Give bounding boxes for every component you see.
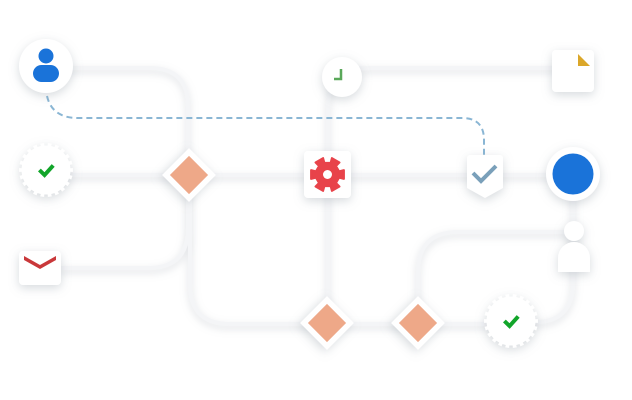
node-settings[interactable] [304,151,351,198]
clock-icon [334,69,343,81]
node-user[interactable] [19,39,73,93]
node-clock[interactable] [322,57,362,97]
connector-clock-settings [326,76,344,326]
file-icon [578,54,590,66]
node-end[interactable] [546,147,600,201]
decision-diamond-icon [169,155,209,195]
node-decision-2[interactable] [300,296,354,350]
node-file[interactable] [552,50,594,92]
connector-person-loop [416,230,575,326]
file-node-card [552,50,594,92]
shield-check-icon [471,164,498,184]
nodes [19,39,600,350]
connector-mail-decision [58,173,190,270]
decision-diamond-icon [398,303,438,343]
user-icon [33,48,59,82]
connector-decision-bottom [188,173,422,326]
node-decision-1[interactable] [162,148,216,202]
badge-shape [19,143,73,197]
decision-diamond-icon [307,303,347,343]
badge-shape [484,294,538,348]
connector-user-decision [58,66,190,177]
checkmark-icon [503,315,520,329]
node-approved-bottom[interactable] [484,294,538,348]
gear-icon [310,157,345,192]
connector-clock-file [340,66,574,74]
node-mail[interactable] [19,251,61,285]
node-shield[interactable] [467,155,503,198]
end-circle-icon [552,153,594,195]
node-approved-top[interactable] [19,143,73,197]
person-icon [558,221,590,272]
node-person[interactable] [558,221,590,272]
mail-icon [24,256,56,269]
dashed-connector [46,95,485,158]
node-decision-3[interactable] [391,296,445,350]
checkmark-icon [38,164,55,178]
